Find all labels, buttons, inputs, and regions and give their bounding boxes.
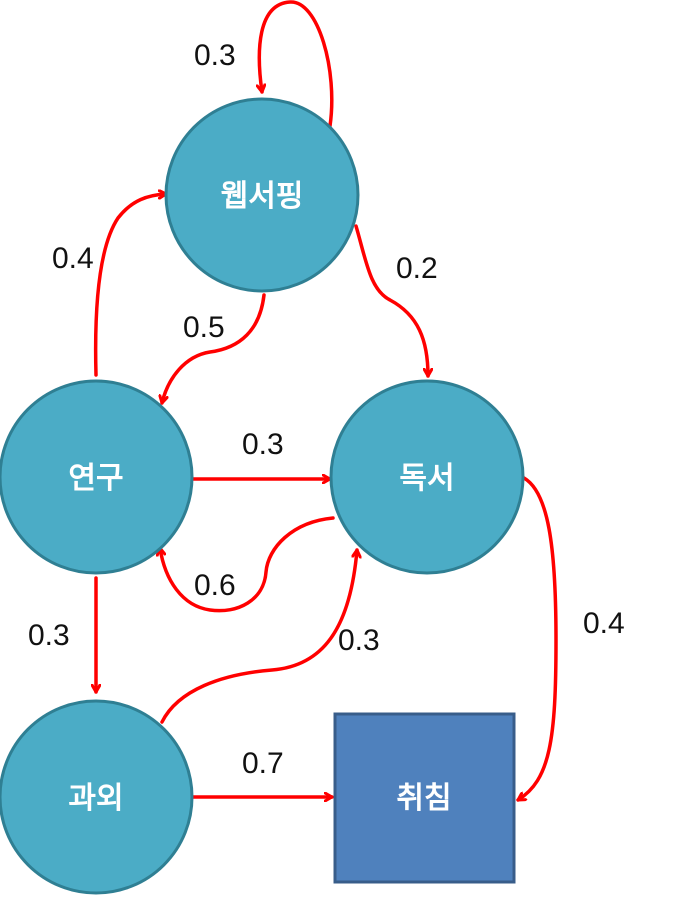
node-sleep-label: 취침 (396, 781, 451, 816)
label-tutoring-to-sleep: 0.7 (242, 747, 284, 780)
label-tutoring-to-reading: 0.3 (338, 624, 380, 657)
node-websurfing-label: 웹서핑 (221, 179, 304, 214)
edge-reading-to-sleep (516, 476, 558, 802)
edge-tutoring-to-reading (160, 548, 357, 724)
label-research-to-tutoring: 0.3 (28, 619, 70, 652)
label-websurfing-to-research: 0.5 (183, 311, 225, 344)
label-reading-to-research: 0.6 (194, 569, 236, 602)
node-research-label: 연구 (68, 461, 123, 496)
label-research-to-reading: 0.3 (242, 428, 284, 461)
node-tutoring-label: 과외 (68, 781, 123, 816)
edge-websurfing-to-reading (354, 224, 428, 378)
node-reading: 독서 (329, 379, 525, 575)
label-websurfing-self: 0.3 (194, 39, 236, 72)
label-reading-to-sleep: 0.4 (583, 607, 625, 640)
edge-websurfing-self (259, 0, 334, 128)
label-websurfing-to-reading: 0.2 (396, 252, 438, 285)
node-research: 연구 (0, 379, 194, 575)
edge-reading-to-research (160, 516, 335, 613)
node-websurfing: 웹서핑 (164, 97, 360, 293)
label-research-to-websurfing: 0.4 (52, 242, 94, 275)
node-reading-label: 독서 (399, 461, 454, 496)
node-sleep: 취침 (333, 712, 516, 884)
edge-websurfing-to-research (162, 293, 266, 405)
node-tutoring: 과외 (0, 699, 194, 895)
edge-research-to-websurfing (93, 194, 168, 377)
